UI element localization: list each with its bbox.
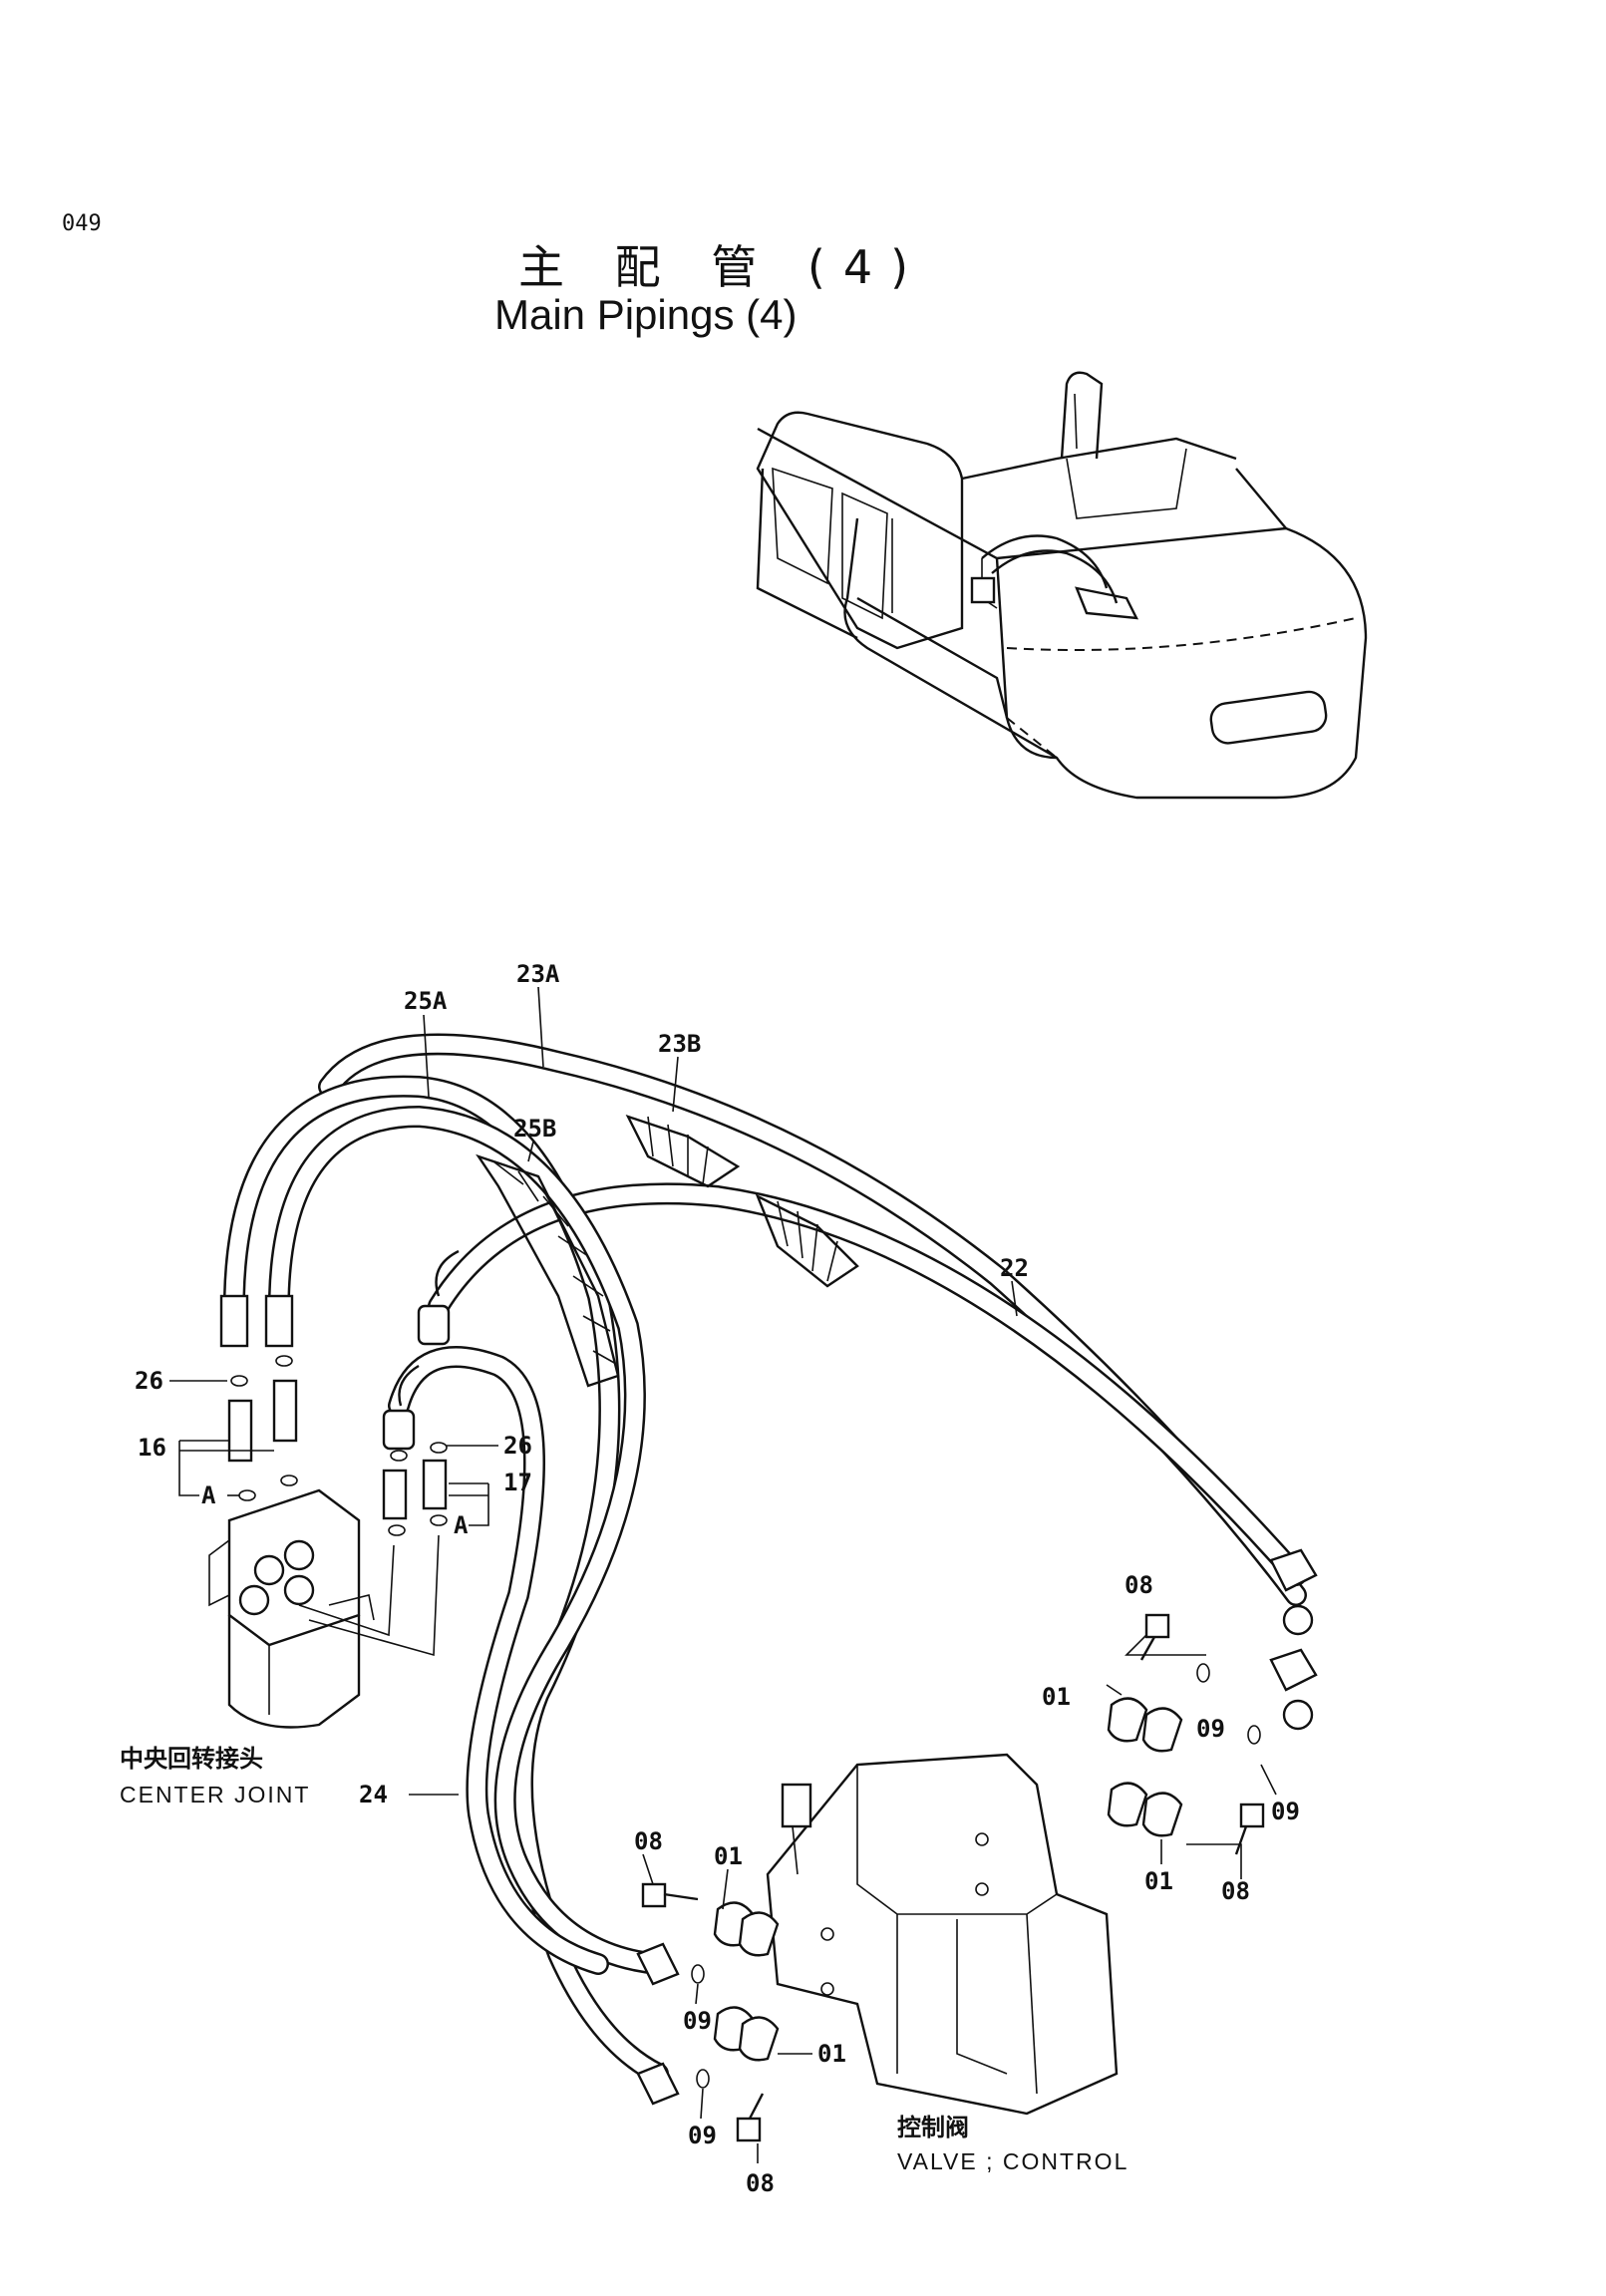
page-number: 049 <box>62 211 102 236</box>
hose-protector-sleeves <box>476 1114 859 1388</box>
page-title-english: Main Pipings (4) <box>494 291 798 338</box>
flange-o-rings <box>691 1663 1261 2089</box>
label-25A: 25A <box>404 987 448 1015</box>
label-09-bottom: 09 <box>688 2122 717 2149</box>
label-08-bottom: 08 <box>746 2169 775 2197</box>
label-01-lower-right: 01 <box>1144 1867 1173 1895</box>
valve-spool-end <box>781 1783 812 1828</box>
label-23B: 23B <box>658 1030 701 1058</box>
label-09-lower-right: 09 <box>1271 1798 1300 1825</box>
hose-24 <box>388 1346 609 1975</box>
label-01-upper-right: 01 <box>1042 1683 1071 1711</box>
label-26-left: 26 <box>135 1367 163 1395</box>
caption-control-valve-en: VALVE ; CONTROL <box>897 2148 1128 2174</box>
excavator-overview-illustration <box>756 371 1368 800</box>
label-16: 16 <box>138 1434 166 1462</box>
adapter-16b <box>272 1379 298 1443</box>
label-08-lower-right: 08 <box>1221 1877 1250 1905</box>
hose-25B <box>268 1105 669 1975</box>
label-A-left: A <box>201 1481 216 1509</box>
label-08-left: 08 <box>634 1827 663 1855</box>
leader-lines <box>169 986 1277 2163</box>
adapter-17a <box>382 1469 408 1520</box>
hose-end-fittings-valve <box>636 1548 1318 2106</box>
center-joint-illustration <box>208 1355 448 1729</box>
label-01-bottom: 01 <box>817 2040 846 2068</box>
label-26-right: 26 <box>503 1432 532 1460</box>
label-22: 22 <box>1000 1254 1029 1282</box>
flange-bolts <box>641 1613 1265 2142</box>
label-01-left: 01 <box>714 1842 743 1870</box>
label-09-upper-right: 09 <box>1196 1715 1225 1743</box>
label-09-left: 09 <box>683 2007 712 2035</box>
split-flanges <box>713 1697 1183 2062</box>
hose-end-fittings-center-joint <box>219 1249 460 1451</box>
label-17: 17 <box>503 1469 532 1496</box>
label-25B: 25B <box>513 1115 556 1143</box>
hose-22 <box>428 1182 1307 1586</box>
caption-control-valve-cn: 控制阀 <box>897 2114 969 2141</box>
caption-center-joint-en: CENTER JOINT <box>120 1782 310 1807</box>
page-title-chinese: 主 配 管 (4) <box>518 240 927 294</box>
label-A-right: A <box>454 1511 469 1539</box>
label-23A: 23A <box>516 960 560 988</box>
label-24: 24 <box>359 1781 388 1808</box>
adapter-17b <box>422 1459 448 1510</box>
label-08-upper-right: 08 <box>1124 1571 1153 1599</box>
control-valve-illustration <box>766 1753 1119 2116</box>
caption-center-joint-cn: 中央回转接头 <box>120 1745 263 1773</box>
adapter-16a <box>227 1399 253 1463</box>
